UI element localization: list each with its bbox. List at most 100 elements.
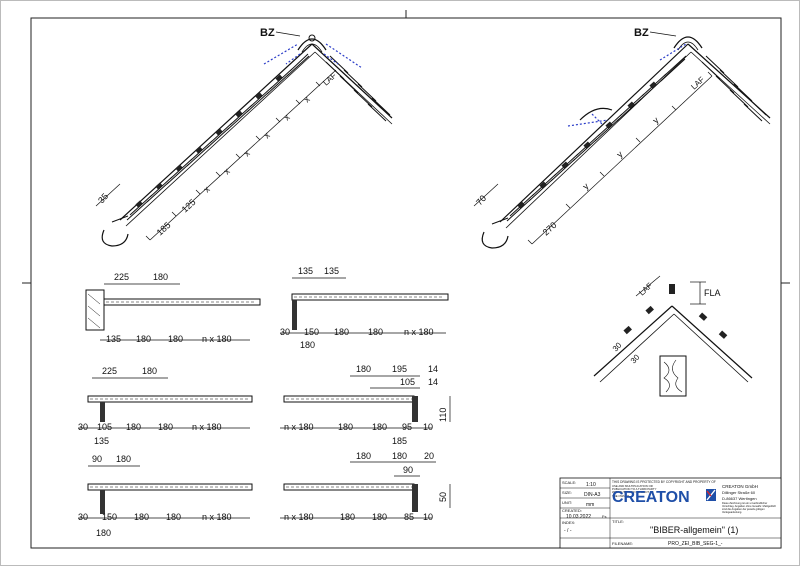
size-label: SIZE:: [562, 490, 572, 495]
drawing-title: "BIBER-allgemein" (1): [650, 525, 738, 535]
use-note: USE AND MULTIPLICATION OR PUBLICATION TO…: [612, 485, 657, 498]
s6-top-1: 180: [392, 451, 407, 461]
s5-b2: 180: [134, 512, 149, 522]
s2-b3: 180: [368, 327, 383, 337]
created-value: 10.03.2022: [566, 514, 591, 520]
dim-fla: FLA: [704, 288, 721, 298]
dim-y-1: y: [581, 181, 591, 192]
dim-x-2: x: [222, 166, 232, 177]
s3-bottom2: 135: [94, 436, 109, 446]
s1-b1: 180: [136, 334, 151, 344]
dim-70: 70: [474, 193, 488, 207]
s1-b2: 180: [168, 334, 183, 344]
s5-bottom2: 180: [96, 528, 111, 538]
s4-b3: 95: [402, 422, 412, 432]
s4-b0: n x 180: [284, 422, 314, 432]
s2-b0: 30: [280, 327, 290, 337]
s4-b1: 180: [338, 422, 353, 432]
s6-b1: 180: [340, 512, 355, 522]
company-city: D-86637 Wertingen: [722, 496, 757, 501]
s4-top-1: 195: [392, 364, 407, 374]
section-5: 90 180 30 150 180 180 n x 180 180: [78, 454, 253, 538]
scale-value: 1:10: [586, 482, 596, 488]
dim-x-3: x: [242, 148, 252, 159]
title-label: TITLE:: [612, 519, 624, 524]
s3-b2: 180: [126, 422, 141, 432]
s6-b3: 85: [404, 512, 414, 522]
filename-label: FILENAME:: [612, 541, 633, 546]
s5-b4: n x 180: [202, 512, 232, 522]
s2-top-b: 135: [324, 266, 339, 276]
s4-b4: 10: [423, 422, 433, 432]
s1-b3: n x 180: [202, 334, 232, 344]
s3-top-b: 180: [142, 366, 157, 376]
s3-b0: 30: [78, 422, 88, 432]
scale-label: SCALE:: [562, 480, 576, 485]
s2-top-a: 135: [298, 266, 313, 276]
section-2: 135 135 30 150 180 180 n x 180 180: [280, 266, 449, 350]
created-label: CREATED:: [562, 508, 582, 513]
dim-35: 35: [96, 191, 110, 205]
s5-top-b: 180: [116, 454, 131, 464]
s6-top2: 90: [403, 465, 413, 475]
s2-b1: 150: [304, 327, 319, 337]
s2-bottom2: 180: [300, 340, 315, 350]
section-6: 180 180 20 90 50 n x 180 180 180 85 10: [280, 451, 451, 522]
s6-b4: 10: [423, 512, 433, 522]
dim-x-5: x: [282, 112, 292, 123]
s6-b2: 180: [372, 512, 387, 522]
s5-top-a: 90: [92, 454, 102, 464]
section-1: 225 180 135 180 180 n x 180: [85, 272, 261, 344]
dim-y-2: y: [615, 149, 625, 160]
s6-side: 50: [438, 492, 448, 502]
unit-label: UNIT:: [562, 500, 572, 505]
s3-b4: n x 180: [192, 422, 222, 432]
s6-top-2: 20: [424, 451, 434, 461]
s5-b1: 150: [102, 512, 117, 522]
dim-y-3: y: [651, 115, 661, 126]
s5-b0: 30: [78, 512, 88, 522]
s1-top-a: 225: [114, 272, 129, 282]
brand-name: CREATON: [612, 489, 690, 506]
s3-b3: 180: [158, 422, 173, 432]
dim-x-1: x: [202, 184, 212, 195]
s4-top2-1: 14: [428, 377, 438, 387]
copyright-note: THIS DRAWING IS PROTECTED BY COPYRIGHT A…: [612, 480, 716, 484]
bz-label-left: BZ: [260, 27, 275, 39]
section-4: 180 195 14 105 14 110 n x 180 180 180 95…: [280, 364, 451, 446]
s4-top-0: 180: [356, 364, 371, 374]
disclaimer: Diese Zeichnung ist ein unverbindlicher …: [722, 502, 777, 514]
index-label: INDEX:: [562, 520, 575, 525]
company-street: Dillinger Straße 60: [722, 490, 756, 495]
section-3: 225 180 30 105 180 180 n x 180 135: [78, 366, 253, 446]
s4-bottom2: 185: [392, 436, 407, 446]
use-note-box: USE AND MULTIPLICATION OR PUBLICATION TO…: [612, 485, 657, 498]
initials: Fs: [602, 514, 606, 519]
s2-b2: 180: [334, 327, 349, 337]
unit-value: mm: [586, 502, 594, 508]
disclaimer-box: Diese Zeichnung ist ein unverbindlicher …: [722, 502, 777, 514]
s3-top-a: 225: [102, 366, 117, 376]
s1-b0: 135: [106, 334, 121, 344]
s4-side: 110: [438, 408, 448, 422]
s1-top-b: 180: [153, 272, 168, 282]
s2-b4: n x 180: [404, 327, 434, 337]
index-value: - / -: [564, 528, 572, 534]
s6-b0: n x 180: [284, 512, 314, 522]
s4-top-2: 14: [428, 364, 438, 374]
creaton-logo: CREATON: [612, 489, 716, 506]
size-value: DIN-A3: [584, 492, 601, 498]
s4-top2-0: 105: [400, 377, 415, 387]
dim-x-4: x: [262, 130, 272, 141]
dim-x-6: x: [302, 94, 312, 105]
s5-b3: 180: [166, 512, 181, 522]
title-block: SCALE: 1:10 SIZE: DIN-A3 UNIT: mm CREATE…: [559, 477, 782, 549]
s3-b1: 105: [97, 422, 112, 432]
ridge-detail-right: 270 y y y LAF 70 BZ: [473, 27, 771, 249]
s4-b2: 180: [372, 422, 387, 432]
bz-label-right: BZ: [634, 27, 649, 39]
s6-top-0: 180: [356, 451, 371, 461]
company-name: CREATON GmbH: [722, 484, 758, 489]
